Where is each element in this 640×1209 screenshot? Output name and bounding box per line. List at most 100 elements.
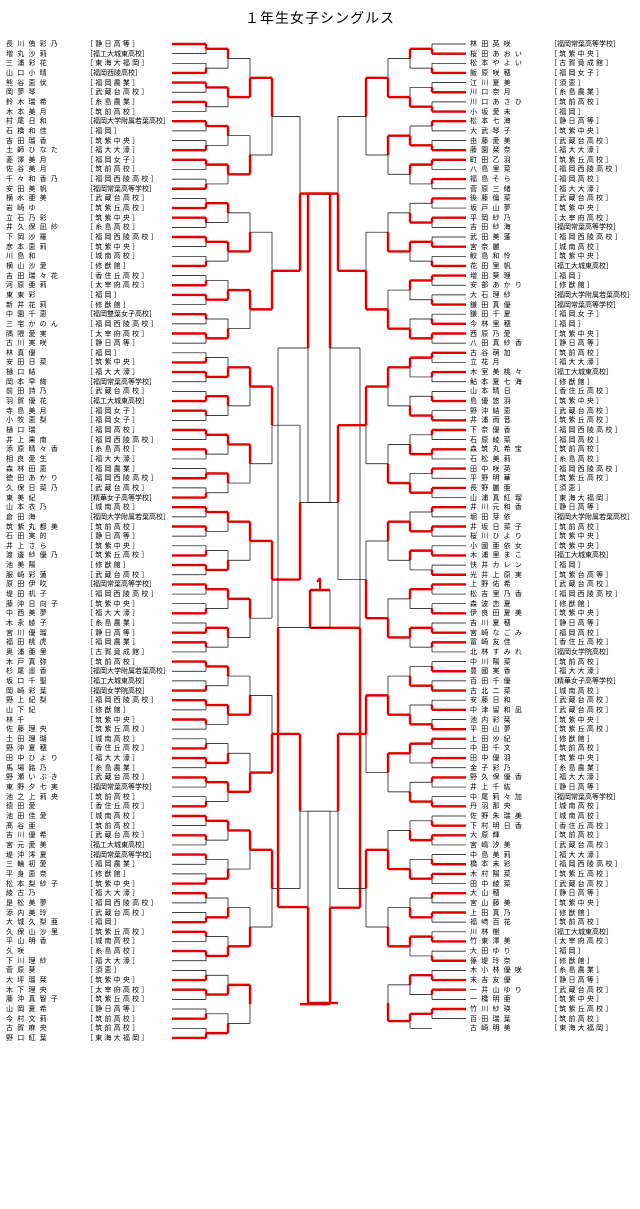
entry-name: 前 田 詩 乃 [6, 387, 48, 396]
entry-school: ［ 静 日 高 等 ］ [550, 619, 604, 627]
left-entry: 山 口 小 晴［福岡西陵高校］ [6, 69, 168, 78]
entry-school: ［ 武 蔵 台 高 校 ］ [86, 483, 149, 492]
right-entry: 松 本 七 海［ 静 日 高 等 ］ [470, 117, 632, 126]
entry-school: ［ 筑 前 高 校 ］ [86, 1024, 140, 1033]
entry-name: 大 山 穂 [470, 889, 501, 898]
right-entry: 大 石 理 紗［福岡大学附属若葉高校］ [470, 291, 632, 300]
entry-school: ［福岡常葉高等学校］ [86, 377, 156, 386]
entry-school: ［ 城 南 高 校 ］ [550, 242, 604, 251]
entry-school: ［ 福 岡 西 陵 高 校 ］ [86, 175, 158, 184]
entry-name: 宮 山 藤 美 [470, 898, 512, 907]
entry-school: ［ 糸 島 農 業 ］ [550, 88, 604, 97]
entry-school: ［ 筑 紫 中 央 ］ [86, 976, 140, 985]
entry-name: 古 賀 麻 央 [6, 1024, 48, 1033]
entry-school: ［ 福 岡 ］ [550, 947, 585, 956]
entry-school: ［ 修 猷 館 ］ [86, 705, 130, 714]
entry-name: 木 永 綾 子 [6, 619, 48, 627]
right-entry: 橋 本 未 彩［ 福 岡 西 陵 高 校 ］ [470, 860, 632, 869]
entry-name: 菅 原 三 緒 [470, 184, 512, 193]
entry-name: 渡 邊 紗 優 乃 [6, 551, 59, 560]
left-entry: 藤 沖 真 智 子 ［ 筑 紫 丘 高 校 ］ [6, 995, 168, 1004]
entry-school: ［ 香 住 丘 高 校 ］ [86, 271, 149, 280]
entry-name: 奥 浦 亜 里 [6, 647, 48, 656]
entry-name: 大 原 輝 [470, 831, 501, 840]
left-entry: 安 田 美 帆［福岡常葉高等学校］ [6, 185, 168, 194]
entry-school: ［ 筑 紫 中 央 ］ [550, 898, 604, 907]
right-entry: 下 奈 優 香［ 福 岡 西 陵 高 校 ］ [470, 426, 632, 435]
entry-name: 佐 野 朱 瑞 美 [470, 812, 523, 820]
left-entry: 吉 川 優 希［ 武 蔵 台 高 校 ］ [6, 831, 168, 840]
left-entry: 隅 隈 愛 実［ 太 宰 府 高 校 ］ [6, 330, 168, 339]
entry-name: 鮎 本 夏 七 海 [470, 377, 523, 386]
entry-school: ［ 香 住 丘 高 校 ］ [86, 802, 149, 811]
left-entry: 木 永 綾 子［ 糸 島 農 業 ］ [6, 619, 168, 628]
entry-name: 樋 口 結 [6, 368, 37, 377]
entry-school: ［ 福 岡 農 業 ］ [86, 78, 140, 87]
entry-name: 堤 田 机 子 [6, 590, 48, 599]
right-entry: 平 岡 紗 乃［ 太 宰 府 高 校 ］ [470, 214, 632, 223]
entry-name: 平 田 山 夢 [470, 725, 512, 734]
entry-name: 石 橋 和 佳 [6, 126, 48, 135]
left-entry: 倉 田 海［福岡大学附属若葉高校］ [6, 513, 168, 522]
entry-name: 藤 沖 真 智 子 [6, 995, 59, 1004]
entry-name: 石 松 美 莉 [470, 454, 512, 463]
entry-name: 樋 口 瑞 [6, 426, 37, 434]
entry-school: ［ 城 南 高 校 ］ [86, 252, 140, 261]
left-entry: 藤 沖 日 向 子［ 筑 紫 中 央 ］ [6, 600, 168, 609]
left-entry: 岩 崎 ゆ［ 筑 紫 丘 高 校 ］ [6, 204, 168, 213]
entry-school: ［ 筑 紫 丘 高 校 ］ [86, 725, 149, 734]
right-entry: 篠 堤 玲 奈［ 修 猷 館 ］ [470, 957, 632, 966]
right-entry: 田 中 綾 菜［ 武 蔵 台 高 校 ］ [470, 880, 632, 889]
entry-school: ［ 武 蔵 台 高 校 ］ [86, 194, 149, 203]
entry-name: 武 田 美 蓬 [470, 233, 512, 241]
entry-school: ［ 糸 島 農 業 ］ [86, 763, 140, 772]
right-entry: 林 田 英 咲［福岡常葉高等学校］ [470, 40, 632, 49]
entry-school: ［ 筑 紫 丘 高 校 ］ [550, 1005, 613, 1013]
left-entry: 渡 邊 紗 優 乃［ 筑 紫 丘 高 校 ］ [6, 551, 168, 560]
right-entry: 北 林 す み れ［福岡女学院高校］ [470, 648, 632, 657]
entry-name: 井 上 千 紘 [470, 783, 512, 792]
entry-school: ［福岡大学附属若葉高校］ [86, 117, 168, 126]
entry-school: ［ 福 大 大 濠 ］ [550, 146, 604, 155]
right-entry: 中 川 陽 菜［ 筑 前 高 校 ］ [470, 658, 632, 667]
left-entry: 岡 崎 彩 葉［福岡女学院高校］ [6, 687, 168, 696]
entry-name: 古 谷 萌 加 [470, 348, 512, 357]
entry-school: ［ 筑 紫 丘 高 校 ］ [86, 927, 149, 936]
right-entry: 藤 園 栞 奈［ 福 大 大 濠 ］ [470, 146, 632, 155]
entry-school: ［ 修 猷 館 ］ [550, 734, 594, 743]
left-entry: 岡 本 早 絢［福岡常葉高等学校］ [6, 378, 168, 387]
entry-name: 山 口 小 晴 [6, 68, 48, 77]
entry-school: ［ 糸 島 農 業 ］ [550, 763, 604, 772]
entry-name: 鮫 島 和 怜 [470, 252, 512, 261]
entry-name: 馬 場 路 乃 [6, 763, 48, 772]
left-entry: 小 牧 恵 梨［ 福 岡 女 子 ］ [6, 416, 168, 425]
entry-name: 増 田 葵 理 [470, 271, 512, 280]
left-entry: 羽 賀 優 花［福工大城東高校］ [6, 397, 168, 406]
entry-name: 堀 田 芽 依 [470, 512, 512, 521]
entry-name: 久 咲 [6, 947, 26, 956]
entry-school: ［ 香 住 丘 高 校 ］ [550, 821, 613, 830]
entry-name: 鈴 木 瑞 希 [6, 97, 48, 106]
right-entry: 上 野 佑 希［ 武 蔵 台 高 校 ］ [470, 580, 632, 589]
right-entry: 古 谷 萌 加［ 筑 前 高 校 ］ [470, 349, 632, 358]
left-entry: 長 川 侑 彩 乃［ 静 日 高 等 ］ [6, 40, 168, 49]
left-entry: 土 田 理 瑚［ 城 南 高 校 ］ [6, 735, 168, 744]
entry-school: ［ 城 南 高 校 ］ [550, 686, 604, 695]
right-entry: 池 内 彩 栞［ 筑 紫 中 央 ］ [470, 716, 632, 725]
left-entry: 平 身 恵 奈［ 修 猷 館 ］ [6, 870, 168, 879]
entry-name: 町 田 乙 羽 [470, 155, 512, 164]
left-entry: 寺 島 美 月［ 福 岡 女 子 ］ [6, 407, 168, 416]
left-entry: 井 上 さ ら［ 筑 紫 中 央 ］ [6, 542, 168, 551]
entry-name: 中 川 陽 菜 [470, 657, 512, 666]
entry-name: 江 川 夏 美 [470, 78, 512, 87]
left-entry: 馬 場 路 乃 ［ 糸 島 農 業 ］ [6, 764, 168, 773]
entry-name: 下 村 明 日 香 [470, 821, 523, 830]
entry-school: ［ 筑 紫 丘 高 校 ］ [86, 995, 149, 1004]
left-entry: 林 千［ 筑 紫 中 央 ］ [6, 716, 168, 725]
entry-school: ［ 静 日 高 等 ］ [550, 117, 604, 126]
right-entry: 一 橋 明 亜［ 筑 紫 中 央 ］ [470, 995, 632, 1004]
right-entry: 石 原 綾 菜［ 福 岡 高 校 ］ [470, 436, 632, 445]
entry-school: ［ 福 岡 ］ [86, 290, 121, 299]
left-entry: 安 田 日 菜［ 筑 紫 中 央 ］ [6, 358, 168, 367]
